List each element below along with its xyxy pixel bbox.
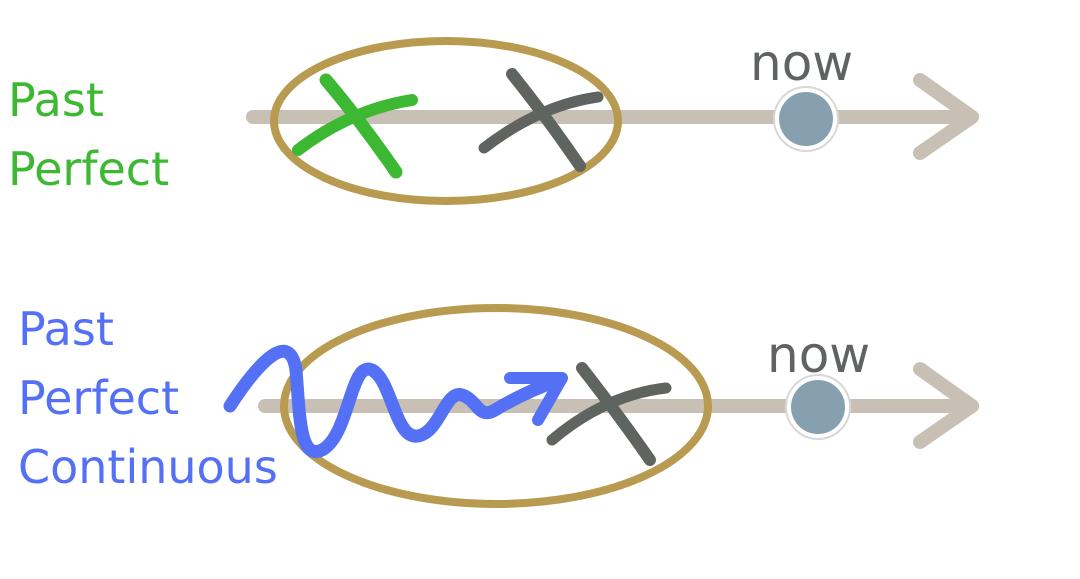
continuous-wave-arrow bbox=[223, 344, 568, 458]
past-perfect-continuous-row: Past Perfect Continuous now bbox=[18, 302, 979, 508]
row-label-line: Past bbox=[8, 73, 104, 127]
arrow-head-icon bbox=[913, 362, 979, 449]
time-ellipse bbox=[280, 304, 712, 508]
row-label-line: Past bbox=[18, 302, 114, 356]
arrow-head-icon bbox=[913, 73, 979, 160]
dark-x-mark bbox=[546, 362, 672, 466]
row-label-line: Perfect bbox=[8, 142, 169, 196]
now-dot bbox=[791, 380, 845, 434]
row-label-line: Perfect bbox=[18, 371, 179, 425]
now-label: now bbox=[750, 34, 853, 92]
now-dot bbox=[779, 92, 833, 146]
past-perfect-row: Past Perfect now bbox=[8, 34, 979, 205]
dark-x-mark bbox=[478, 68, 604, 172]
time-ellipse bbox=[270, 37, 622, 205]
row-label-line: Continuous bbox=[18, 440, 278, 494]
green-x-mark bbox=[292, 73, 418, 179]
